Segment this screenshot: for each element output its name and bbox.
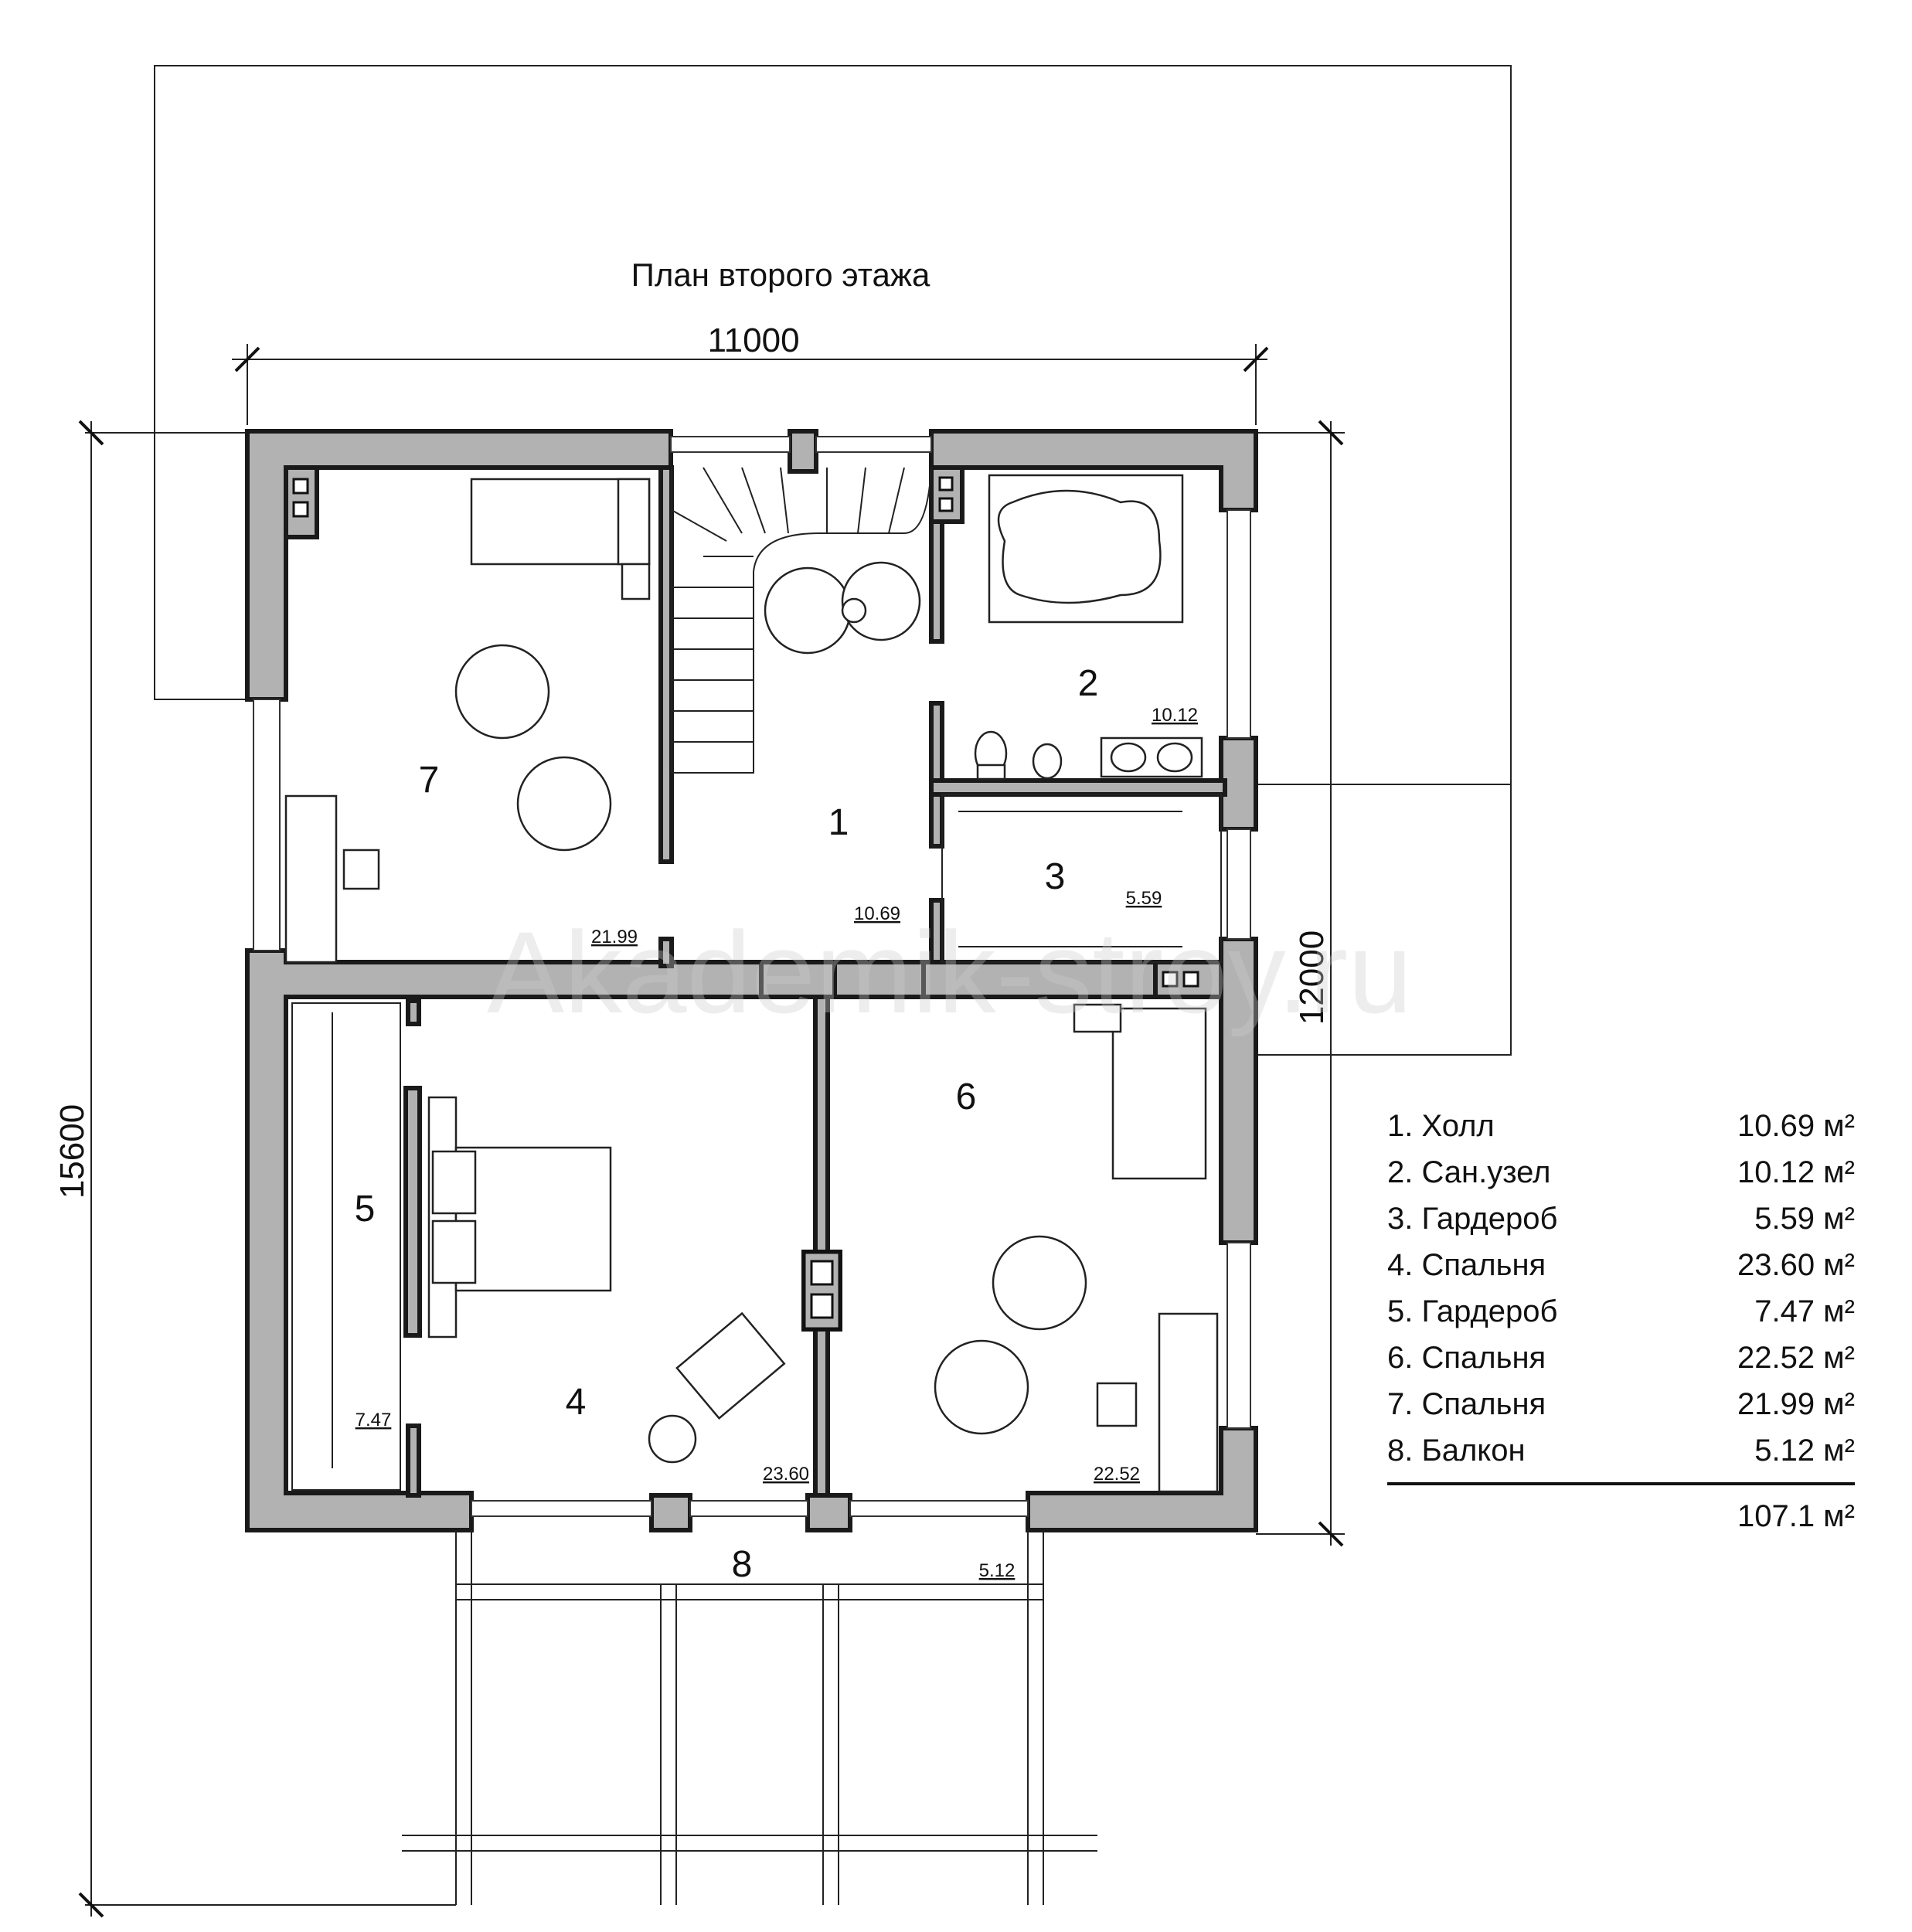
legend-value-6: 22.52 м² xyxy=(1737,1341,1855,1375)
legend-value-5: 7.47 м² xyxy=(1754,1294,1855,1328)
legend-label-4: 4. Спальня xyxy=(1387,1248,1546,1282)
armchairs-room-7 xyxy=(454,644,612,852)
desk-room-7 xyxy=(284,794,380,964)
room-number-6: 6 xyxy=(956,1077,977,1117)
room-number-5: 5 xyxy=(355,1189,376,1230)
dimension-width-label: 11000 xyxy=(707,321,799,359)
legend-value-2: 10.12 м² xyxy=(1737,1155,1855,1189)
room-number-8: 8 xyxy=(732,1544,753,1585)
room-number-1: 1 xyxy=(828,802,849,843)
area-label-1: 10.69 xyxy=(854,903,900,924)
legend-label-7: 7. Спальня xyxy=(1387,1387,1546,1421)
dimension-height-house: 12000 xyxy=(1256,420,1345,1547)
room-number-4: 4 xyxy=(566,1382,587,1423)
double-sink xyxy=(1100,736,1203,778)
bidet xyxy=(1032,743,1063,780)
area-label-6: 22.52 xyxy=(1094,1464,1140,1485)
bed-room-4 xyxy=(427,1096,612,1338)
roof-outline xyxy=(154,65,1512,1056)
windows xyxy=(253,436,1251,1517)
room-number-7: 7 xyxy=(419,760,440,801)
bathtub xyxy=(988,474,1184,624)
area-label-5: 7.47 xyxy=(356,1410,392,1430)
plant-icons xyxy=(764,561,921,655)
armchairs-room-6 xyxy=(934,1235,1087,1435)
legend-value-3: 5.59 м² xyxy=(1754,1202,1855,1236)
bed-room-6 xyxy=(1073,1003,1207,1180)
bed-room-7 xyxy=(470,478,651,600)
dimension-width: 11000 xyxy=(232,321,1269,425)
legend-label-6: 6. Спальня xyxy=(1387,1341,1546,1375)
vent-blocks xyxy=(284,465,1223,1332)
legend-total: 107.1 м² xyxy=(1737,1499,1855,1533)
watermark: Akademik-stroy.ru xyxy=(487,907,1413,1037)
area-label-3: 5.59 xyxy=(1126,888,1162,909)
area-label-2: 10.12 xyxy=(1152,705,1198,726)
area-label-4: 23.60 xyxy=(763,1464,809,1485)
area-label-7: 21.99 xyxy=(591,927,638,947)
room-number-3: 3 xyxy=(1045,856,1066,897)
desk-room-6 xyxy=(1096,1312,1219,1493)
legend-value-7: 21.99 м² xyxy=(1737,1387,1855,1421)
plan-title: План второго этажа xyxy=(631,257,930,293)
toilet xyxy=(974,730,1008,781)
armchair-room-4 xyxy=(648,1311,786,1464)
room-number-2: 2 xyxy=(1078,663,1099,704)
dimension-height-total-label: 15600 xyxy=(53,1104,91,1199)
area-legend: 1. Холл 10.69 м² 2. Сан.узел 10.12 м² 3.… xyxy=(1387,1109,1855,1533)
legend-value-1: 10.69 м² xyxy=(1737,1109,1855,1143)
legend-label-1: 1. Холл xyxy=(1387,1109,1495,1143)
wardrobe-3-rails xyxy=(941,794,1222,963)
legend-label-3: 3. Гардероб xyxy=(1387,1202,1557,1236)
wardrobe-5-rails xyxy=(291,1002,401,1491)
legend-label-2: 2. Сан.узел xyxy=(1387,1155,1550,1189)
legend-value-4: 23.60 м² xyxy=(1737,1248,1855,1282)
dimension-height-total: 15600 xyxy=(53,420,456,1918)
balcony xyxy=(402,1530,1097,1905)
area-label-8: 5.12 xyxy=(979,1560,1016,1581)
legend-value-8: 5.12 м² xyxy=(1754,1434,1855,1468)
legend-label-5: 5. Гардероб xyxy=(1387,1294,1557,1328)
area-labels: 10.69 10.12 5.59 23.60 7.47 22.52 21.99 … xyxy=(356,705,1198,1581)
staircase xyxy=(671,467,932,774)
legend-label-8: 8. Балкон xyxy=(1387,1434,1526,1468)
room-numbers: 1 2 3 4 5 6 7 8 xyxy=(355,663,1099,1585)
dimension-height-house-label: 12000 xyxy=(1293,930,1331,1025)
